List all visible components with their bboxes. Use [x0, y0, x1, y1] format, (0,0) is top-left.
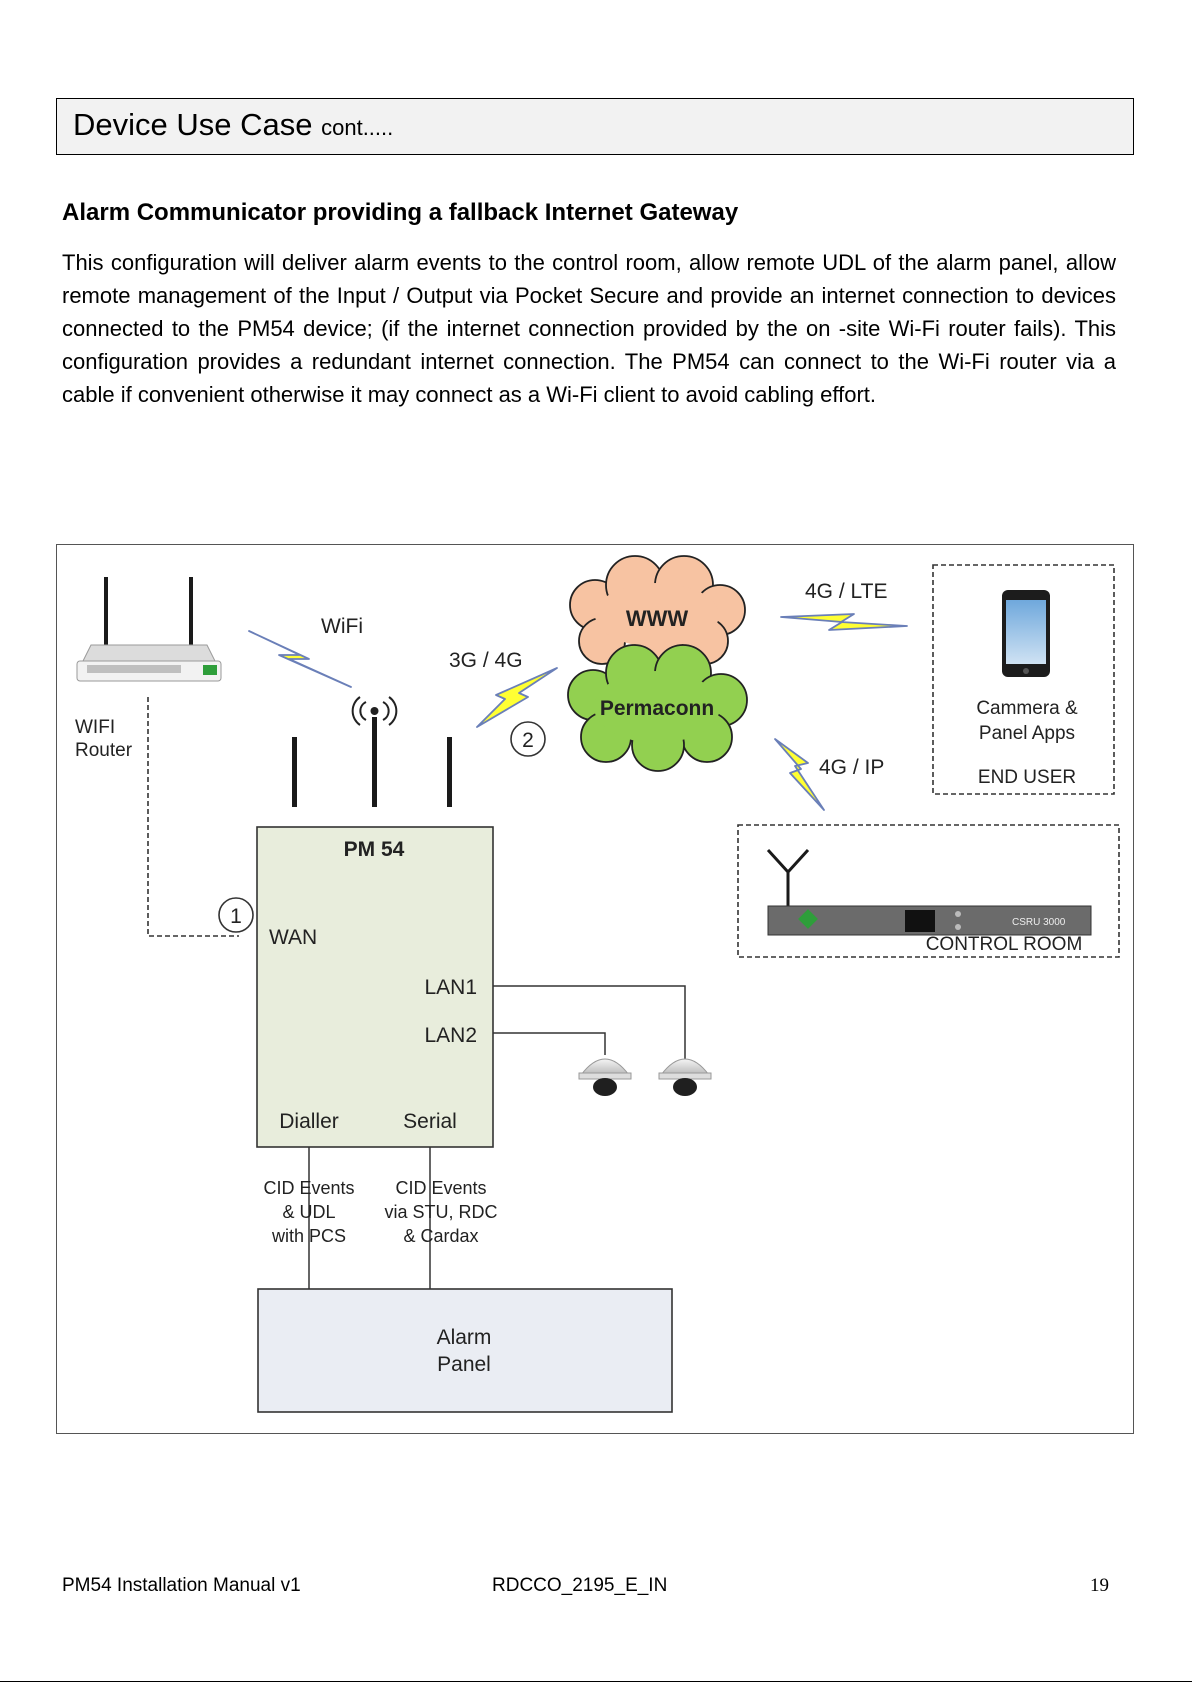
lte-label: 4G / LTE: [805, 580, 887, 603]
end-user-line1: Cammera &: [976, 698, 1078, 719]
step-1-number: 1: [230, 905, 242, 928]
pm54-device-box: [256, 826, 494, 1148]
router-wan-dashed-link: [147, 697, 239, 937]
pm54-title: PM 54: [344, 838, 405, 861]
ip-lightning-icon: [774, 738, 825, 811]
router-label-line2: Router: [75, 740, 133, 761]
www-label: WWW: [626, 606, 689, 631]
alarm-panel-line1: Alarm: [437, 1326, 492, 1349]
footer-manual-title: PM54 Installation Manual v1: [62, 1575, 301, 1596]
section-heading: Alarm Communicator providing a fallback …: [62, 199, 739, 226]
section-header-box: Device Use Case cont.....: [56, 98, 1134, 155]
step-2-marker: [510, 721, 546, 757]
wifi-router-icon: [76, 577, 222, 682]
pm54-lan2-port: LAN2: [424, 1024, 477, 1047]
cid-right-line3: & Cardax: [403, 1226, 478, 1246]
diagram-canvas: WIFI Router WiFi 3G / 4G 2 WWW: [75, 555, 1120, 1413]
cid-right-line1: CID Events: [395, 1178, 486, 1198]
step-1-marker: [218, 897, 254, 933]
router-label-line1: WIFI: [75, 717, 115, 738]
cid-right-line2: via STU, RDC: [384, 1202, 497, 1222]
wifi-lightning-icon: [248, 630, 352, 688]
end-user-line2: Panel Apps: [979, 723, 1075, 744]
dome-camera-icon: [578, 1058, 632, 1096]
footer-document-code: RDCCO_2195_E_IN: [492, 1575, 668, 1596]
cid-left-line1: CID Events: [263, 1178, 354, 1198]
pm54-lan1-port: LAN1: [424, 976, 477, 999]
footer-page-number: 19: [1090, 1575, 1109, 1596]
alarm-panel-line2: Panel: [437, 1353, 491, 1376]
alarm-panel-box: [257, 1288, 673, 1413]
connection-lines: [147, 697, 686, 1289]
network-diagram: WIFI Router WiFi 3G / 4G 2 WWW: [56, 544, 1134, 1434]
csru-device-label: CSRU 3000: [1012, 917, 1066, 928]
cid-left-line2: & UDL: [282, 1202, 335, 1222]
smartphone-icon: [1002, 590, 1050, 677]
pm54-dialler-port: Dialler: [279, 1110, 339, 1133]
receiver-antenna-icon: [766, 848, 810, 909]
cellular-lightning-icon: [476, 667, 558, 728]
permaconn-label: Permaconn: [600, 697, 714, 720]
end-user-title: END USER: [978, 767, 1076, 788]
ip-label: 4G / IP: [819, 756, 884, 779]
control-room-box: [737, 824, 1120, 958]
wifi-label: WiFi: [321, 615, 363, 638]
pm54-wan-port: WAN: [269, 926, 317, 949]
www-cloud-icon: [569, 555, 746, 672]
header-cont-text: cont.....: [321, 115, 394, 140]
header-title-text: Device Use Case: [73, 107, 313, 142]
step-2-number: 2: [522, 729, 534, 752]
permaconn-cloud-icon: [567, 644, 748, 772]
page-bottom-rule: [0, 1681, 1192, 1682]
end-user-box: [932, 564, 1115, 795]
lan2-camera-link: [493, 1032, 606, 1055]
page-title: Device Use Case cont.....: [73, 107, 393, 143]
control-room-title: CONTROL ROOM: [926, 934, 1083, 955]
pm54-serial-port: Serial: [403, 1110, 457, 1133]
csru-receiver-icon: [767, 905, 1092, 936]
lan1-camera-link: [493, 985, 686, 1073]
pm54-antennas-icon: [292, 696, 452, 807]
section-body-text: This configuration will deliver alarm ev…: [62, 250, 1116, 407]
cid-left-line3: with PCS: [271, 1226, 346, 1246]
cellular-label: 3G / 4G: [449, 649, 523, 672]
dome-camera-icon: [658, 1058, 712, 1096]
lte-lightning-icon: [780, 613, 908, 631]
